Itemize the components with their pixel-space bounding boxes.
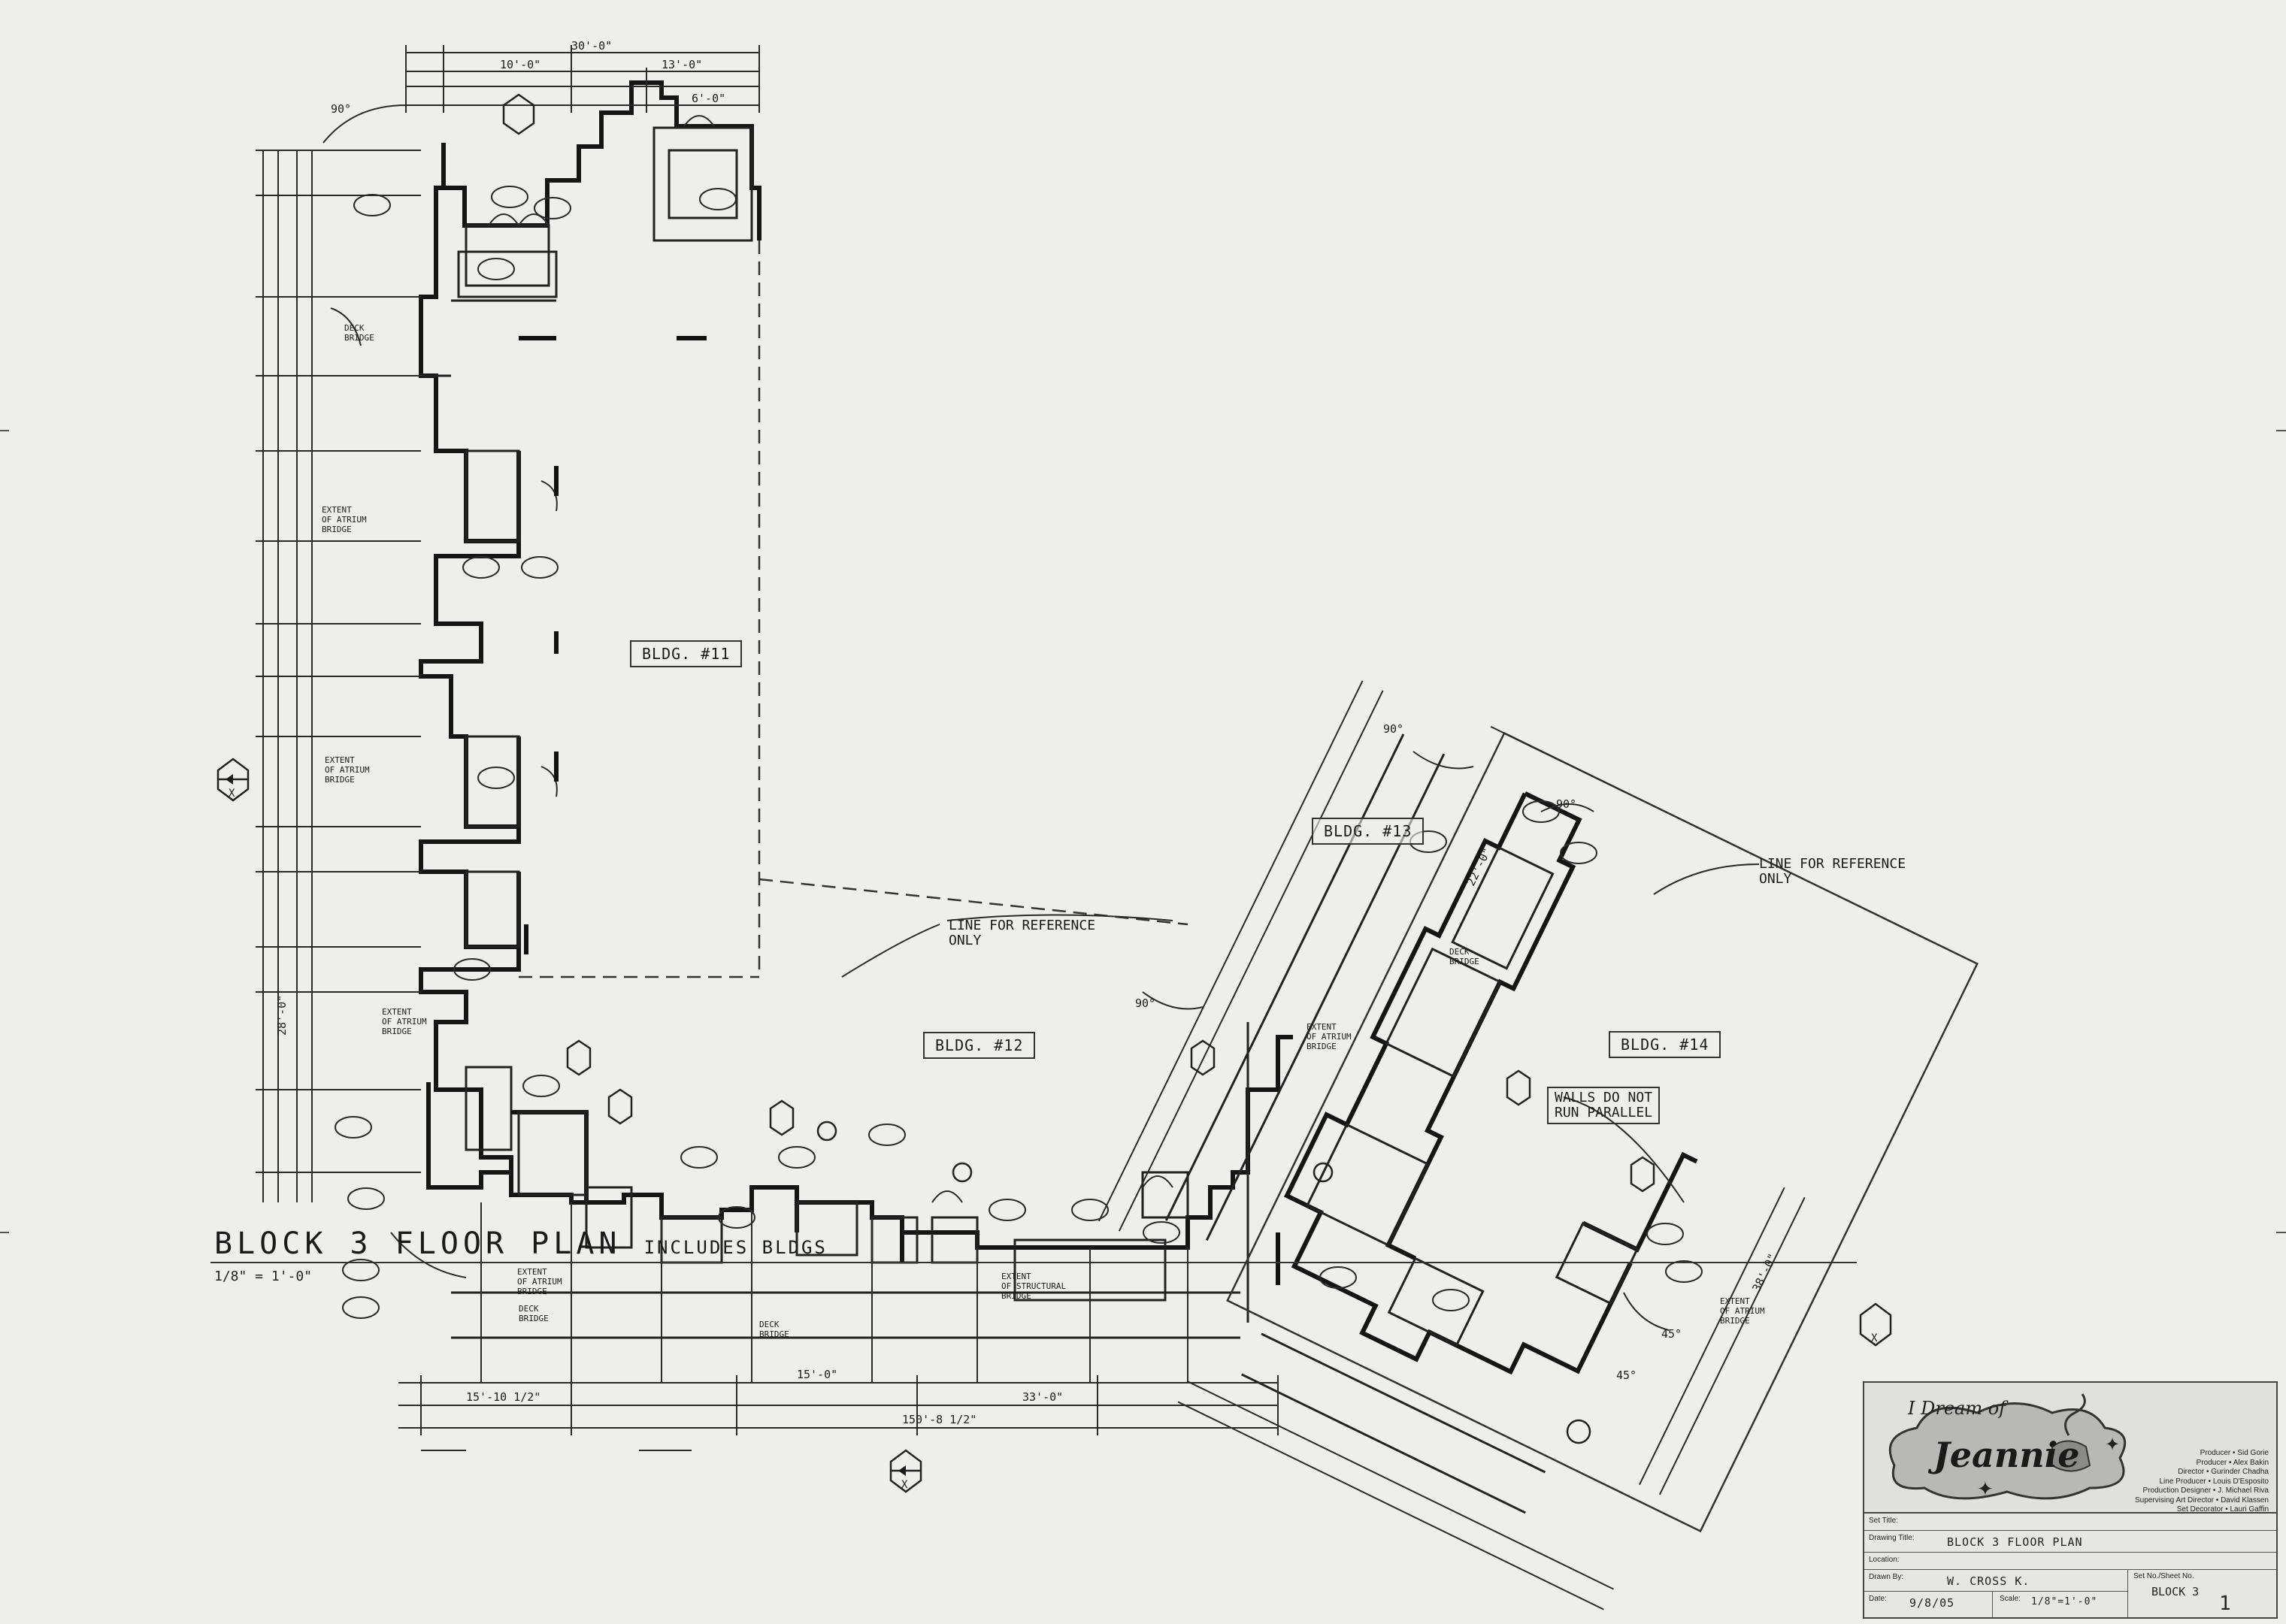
credit-line: Supervising Art Director • David Klassen [2134,1495,2269,1505]
logo-star-1-icon: ✦ [1977,1477,1994,1500]
bldg-11-reference-lines [519,240,1188,978]
dimension-text: 30'-0" 10'-0" 13'-0" 6'-0" 150'-8 1/2" 1… [275,39,1779,1426]
credits-list: Producer • Sid Gorie Producer • Alex Bak… [2135,1449,2269,1515]
tb-divider [1992,1592,1993,1617]
tb-row-drawing-title: Drawing Title: BLOCK 3 FLOOR PLAN [1864,1531,2276,1553]
note-extent-4: EXTENT OF STRUCTURAL BRIDGE [1001,1272,1067,1301]
bldg-12-label: BLDG. #12 [923,1032,1036,1059]
drawing-title-value: BLOCK 3 FLOOR PLAN [1947,1535,2083,1549]
bldg-13-label: BLDG. #13 [1312,818,1425,845]
tb-row-set-title: Set Title: [1864,1514,2276,1531]
drawing-title-label: Drawing Title: [1869,1534,1915,1542]
set-title-label: Set Title: [1869,1517,1898,1525]
note-reference-line-1: LINE FOR REFERENCE ONLY [949,918,1096,948]
dim-top-overall: 30'-0" [571,39,612,53]
note-deck-3: DECK BRIDGE [759,1320,789,1339]
note-extent-1: EXTENT OF ATRIUM BRIDGE [322,505,367,534]
plan-title: BLOCK 3 FLOOR PLAN INCLUDES BLDGS [214,1226,828,1261]
section-marker-fills [226,774,906,1476]
wall-stubs [519,336,1280,1285]
dim-angle-1: 90° [331,102,351,116]
scale-label: Scale: [2000,1595,2021,1603]
note-deck-4: DECK BRIDGE [1449,947,1479,966]
location-label: Location: [1869,1556,1900,1564]
section-left-label: X [229,788,235,800]
dim-bottom-overall: 150'-8 1/2" [902,1413,976,1426]
set-sheet-box: Set No./Sheet No. BLOCK 3 1 [2129,1570,2276,1617]
bldg-11-label: BLDG. #11 [630,640,743,667]
dim-top-c: 6'-0" [692,92,725,105]
lamp-smoke-icon [2064,1393,2086,1436]
section-markers [216,93,1892,1493]
dim-bottom-a: 15'-10 1/2" [466,1390,540,1404]
room-tags [335,186,1703,1319]
section-bottom-label: X [901,1479,908,1491]
dim-angle-5: 45° [1616,1368,1637,1382]
set-sheet-label: Set No./Sheet No. [2133,1572,2194,1580]
note-extent-3: EXTENT OF ATRIUM BRIDGE [382,1007,427,1036]
dim-bottom-b: 33'-0" [1022,1390,1063,1404]
logo-main-text: Jeannie [1927,1435,2079,1475]
dim-bottom-c: 15'-0" [797,1368,837,1381]
credit-line: Line Producer • Louis D'Esposito [2159,1477,2269,1486]
bldg-11-rooms [421,126,753,1151]
section-right-label: X [1871,1332,1878,1344]
note-extent-2: EXTENT OF ATRIUM BRIDGE [325,755,370,785]
angle-arcs [322,104,1670,1331]
lamp-icon [2051,1440,2091,1472]
note-reference-line-2: LINE FOR REFERENCE ONLY [1759,856,1906,887]
dim-left-a: 28'-0" [275,995,289,1036]
date-value: 9/8/05 [1909,1596,1955,1610]
tb-row-drawn-by: Drawn By: W. CROSS K. [1864,1570,2127,1592]
note-extent-6: EXTENT OF ATRIUM BRIDGE [1720,1296,1765,1326]
bldg-11-walls [419,80,761,1187]
logo-star-2-icon: ✦ [2105,1435,2120,1455]
note-leaders [330,307,1760,1203]
set-sheet-value: BLOCK 3 [2151,1585,2200,1598]
note-deck-1: DECK BRIDGE [344,323,374,343]
dim-angle-6: 45° [1661,1327,1682,1341]
dim-right-a: 38'-0" [1749,1251,1779,1294]
dimension-lines [256,45,1279,1451]
title-block: I Dream of Jeannie ✦ ✦ Producer • Sid Go… [1863,1381,2278,1619]
door-swings [488,115,1173,1203]
credit-line: Director • Gurinder Chadha [2178,1468,2269,1476]
sheet-edge-marks [0,430,2286,1233]
section-marker-text: X X X [229,788,1878,1491]
jeannie-logo: I Dream of Jeannie ✦ ✦ [1888,1393,2127,1500]
title-block-logo-area: I Dream of Jeannie ✦ ✦ Producer • Sid Go… [1864,1383,2276,1514]
dim-angle-2: 90° [1556,797,1576,811]
date-label: Date: [1869,1595,1887,1603]
bldg-13-14-walls [1283,791,1698,1375]
credit-line: Production Designer • J. Michael Riva [2142,1486,2269,1495]
dim-top-a: 10'-0" [500,58,540,71]
plan-title-main: BLOCK 3 FLOOR PLAN [214,1226,622,1261]
note-extent-7: EXTENT OF ATRIUM BRIDGE [517,1267,562,1296]
drawn-by-label: Drawn By: [1869,1573,1904,1581]
note-extent-5: EXTENT OF ATRIUM BRIDGE [1307,1022,1352,1051]
credit-line: Producer • Sid Gorie [2200,1449,2269,1457]
sheet-number: 1 [2219,1592,2231,1615]
tb-row-date-scale: Date: 9/8/05 Scale: 1/8"=1'-0" [1864,1592,2127,1616]
logo-top-text: I Dream of [1907,1398,2009,1419]
credit-line: Set Decorator • Lauri Gaffin [2176,1505,2269,1514]
dim-angle-3: 90° [1135,996,1155,1010]
scale-value: 1/8"=1'-0" [2031,1596,2098,1607]
dim-angle-4: 90° [1383,722,1403,736]
note-deck-2: DECK BRIDGE [519,1304,549,1323]
bldg-14-label: BLDG. #14 [1609,1031,1721,1058]
drawn-by-value: W. CROSS K. [1947,1574,2030,1588]
credit-line: Producer • Alex Bakin [2196,1458,2269,1467]
tb-divider [2127,1570,2128,1617]
plan-title-subtitle: INCLUDES BLDGS [643,1237,828,1258]
bldg-12-interior [451,1022,1249,1339]
tb-row-location: Location: [1864,1553,2276,1570]
bldg-13-14-reference-outline [1226,731,1979,1533]
plan-scale: 1/8" = 1'-0" [214,1269,313,1284]
bldg-13-14-interior [1164,733,1639,1514]
note-walls-not-parallel: WALLS DO NOT RUN PARALLEL [1547,1087,1661,1124]
rotated-dimension-lines [1098,680,1806,1610]
dim-top-b: 13'-0" [662,58,702,71]
